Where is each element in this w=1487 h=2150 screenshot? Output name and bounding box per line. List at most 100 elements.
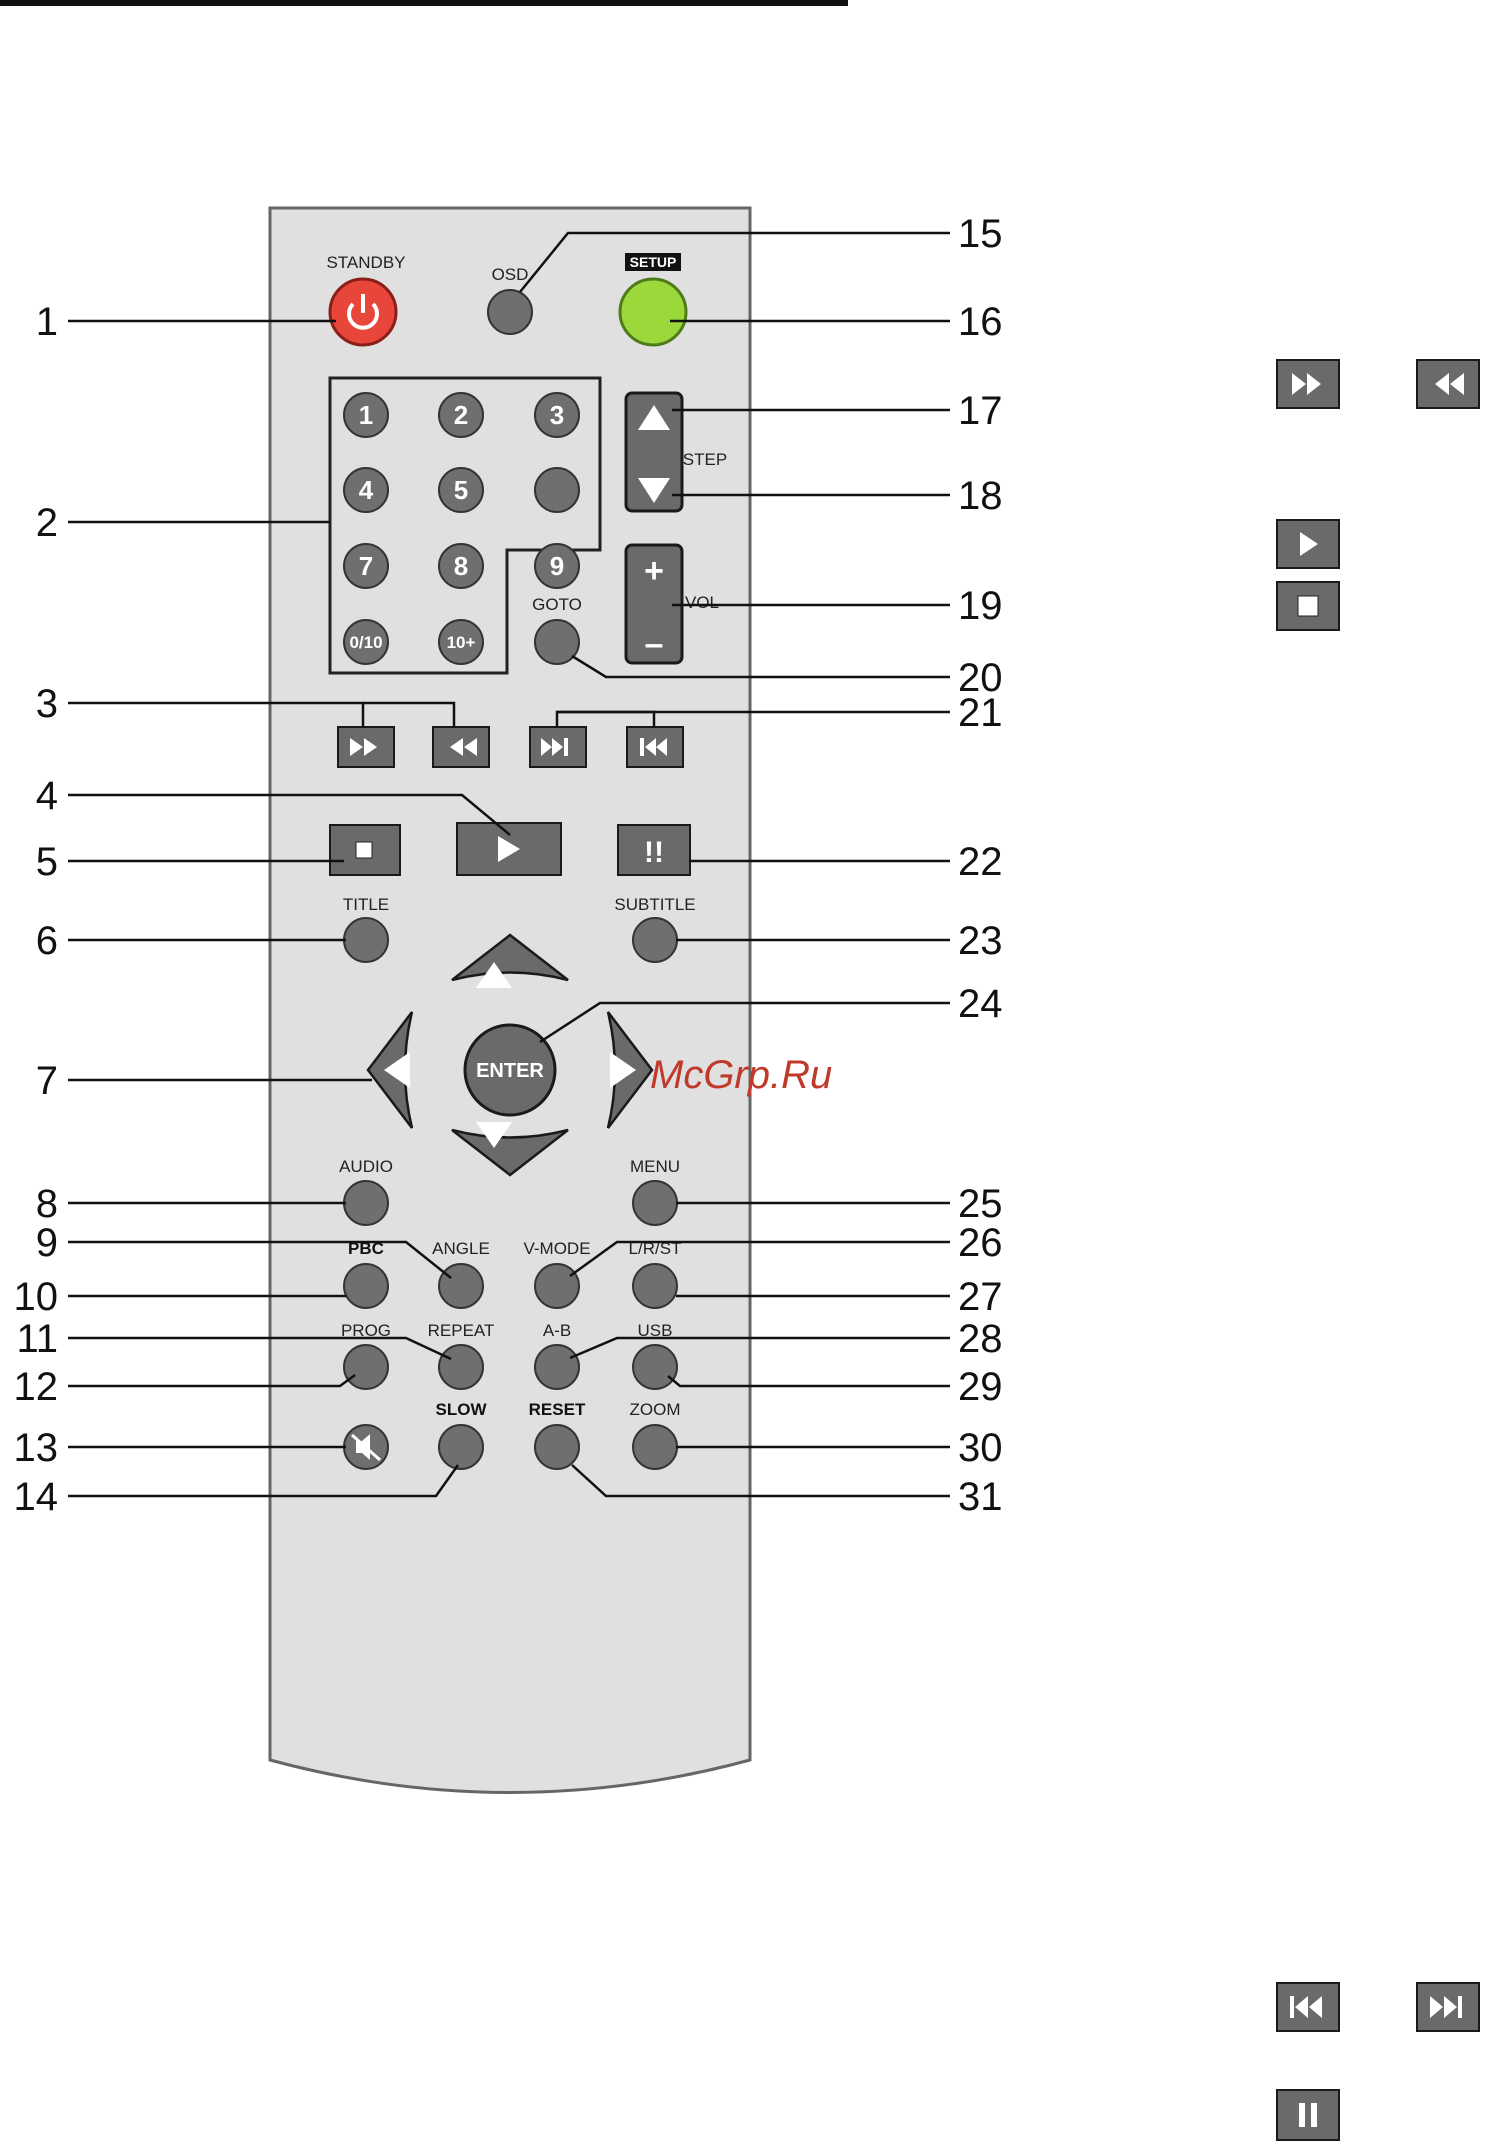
volume-down-button[interactable]: – [645, 625, 664, 663]
margin-fast-forward-icon [1277, 360, 1339, 408]
reset-button[interactable] [535, 1425, 579, 1469]
callouts-right: 1516171819202122232425262728293031 [958, 212, 1003, 1519]
previous-button[interactable] [627, 727, 683, 767]
margin-pause-icon [1277, 2090, 1339, 2140]
callout-number: 3 [36, 682, 58, 726]
callout-number: 8 [36, 1182, 58, 1226]
margin-play-icon [1277, 520, 1339, 568]
callout-number: 18 [958, 474, 1003, 518]
callout-number: 25 [958, 1182, 1003, 1226]
callout-number: 17 [958, 389, 1003, 433]
previous-icon [640, 738, 644, 756]
callout-number: 13 [14, 1426, 59, 1470]
v-mode-label: V-MODE [523, 1239, 590, 1258]
margin-previous-icon [1277, 1983, 1339, 2031]
reset-label: RESET [529, 1400, 586, 1419]
a-b-label: A-B [543, 1321, 571, 1340]
callout-number: 22 [958, 840, 1003, 884]
margin-next-icon [1417, 1983, 1479, 2031]
zoom-label: ZOOM [630, 1400, 681, 1419]
callout-number: 31 [958, 1475, 1003, 1519]
callout-number: 29 [958, 1365, 1003, 1409]
setup-label: SETUP [630, 254, 677, 270]
callout-number: 4 [36, 774, 58, 818]
lr-st-button[interactable] [633, 1264, 677, 1308]
menu-label: MENU [630, 1157, 680, 1176]
subtitle-label: SUBTITLE [614, 895, 695, 914]
callout-number: 2 [36, 501, 58, 545]
callout-number: 19 [958, 584, 1003, 628]
osd-button[interactable] [488, 290, 532, 334]
pause-icon: !! [644, 836, 664, 869]
callout-number: 1 [36, 300, 58, 344]
fast-reverse-button[interactable] [433, 727, 489, 767]
numpad-key-label: 9 [550, 551, 564, 581]
callout-number: 21 [958, 691, 1003, 735]
pause-button[interactable]: !! [618, 825, 690, 875]
numpad-key-label: 0/10 [349, 633, 382, 652]
numpad-key-label: 5 [454, 475, 468, 505]
setup-button[interactable] [620, 279, 686, 345]
slow-label: SLOW [436, 1400, 488, 1419]
prog-button[interactable] [344, 1345, 388, 1389]
callout-number: 15 [958, 212, 1003, 256]
standby-label: STANDBY [326, 253, 405, 272]
fast-forward-button[interactable] [338, 727, 394, 767]
callout-number: 23 [958, 919, 1003, 963]
usb-button[interactable] [633, 1345, 677, 1389]
play-button[interactable] [457, 823, 561, 875]
repeat-label: REPEAT [428, 1321, 495, 1340]
numpad-key-label: 4 [359, 475, 374, 505]
callout-number: 5 [36, 840, 58, 884]
top-rule [0, 0, 848, 6]
callout-number: 6 [36, 919, 58, 963]
watermark: McGrp.Ru [650, 1053, 832, 1097]
repeat-button[interactable] [439, 1345, 483, 1389]
audio-button[interactable] [344, 1181, 388, 1225]
volume-up-button[interactable]: + [644, 552, 664, 590]
numpad-key-label: 3 [550, 400, 564, 430]
angle-label: ANGLE [432, 1239, 490, 1258]
osd-label: OSD [492, 265, 529, 284]
slow-button[interactable] [439, 1425, 483, 1469]
pbc-button[interactable] [344, 1264, 388, 1308]
a-b-button[interactable] [535, 1345, 579, 1389]
callout-number: 27 [958, 1275, 1003, 1319]
title-label: TITLE [343, 895, 389, 914]
callout-number: 12 [14, 1365, 59, 1409]
subtitle-button[interactable] [633, 918, 677, 962]
callout-number: 26 [958, 1221, 1003, 1265]
goto-label: GOTO [532, 595, 582, 614]
menu-button[interactable] [633, 1181, 677, 1225]
numpad-key-label: 10+ [447, 633, 476, 652]
callout-number: 14 [14, 1475, 59, 1519]
callout-number: 11 [16, 1317, 58, 1361]
zoom-button[interactable] [633, 1425, 677, 1469]
audio-label: AUDIO [339, 1157, 393, 1176]
title-button[interactable] [344, 918, 388, 962]
enter-label: ENTER [476, 1060, 544, 1082]
numpad-key-label: 2 [454, 400, 468, 430]
numpad-key-label: 8 [454, 551, 468, 581]
stop-button[interactable] [330, 825, 400, 875]
callout-number: 30 [958, 1426, 1003, 1470]
numpad-key-blank[interactable] [535, 468, 579, 512]
v-mode-button[interactable] [535, 1264, 579, 1308]
vol-label: VOL [685, 593, 719, 612]
step-label: STEP [683, 450, 727, 469]
callout-number: 16 [958, 300, 1003, 344]
callout-number: 7 [36, 1059, 58, 1103]
callout-number: 24 [958, 982, 1003, 1026]
margin-fast-reverse-icon [1417, 360, 1479, 408]
angle-button[interactable] [439, 1264, 483, 1308]
stop-icon [356, 842, 372, 858]
margin-stop-icon [1277, 582, 1339, 630]
callout-number: 9 [36, 1221, 58, 1265]
numpad-key-label: 1 [359, 400, 373, 430]
next-button[interactable] [530, 727, 586, 767]
numpad-key-label: 7 [359, 551, 373, 581]
callout-number: 10 [14, 1275, 59, 1319]
callout-number: 28 [958, 1317, 1003, 1361]
